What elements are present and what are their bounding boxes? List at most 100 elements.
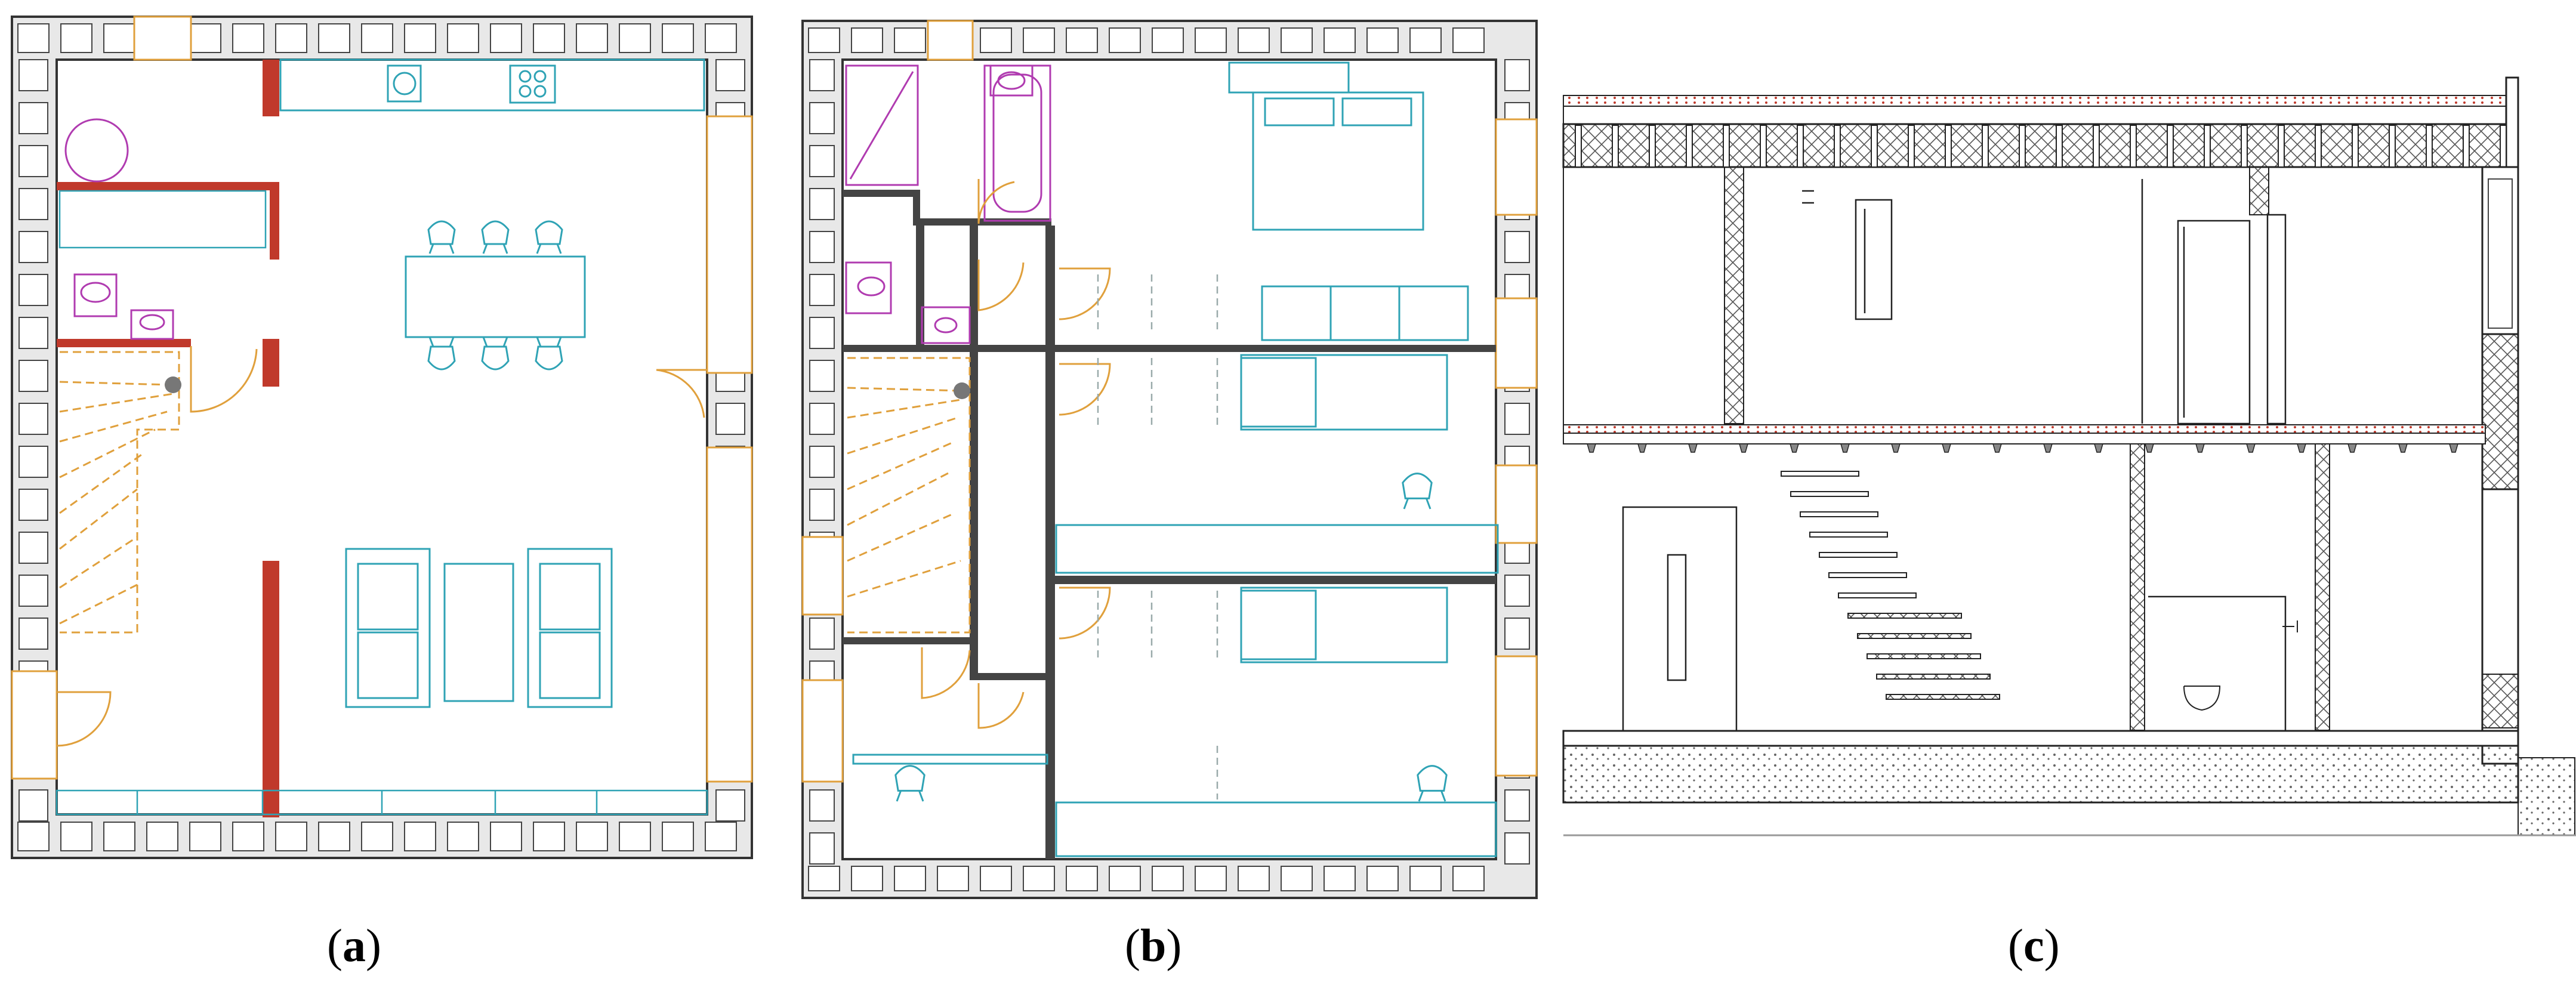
wall-block — [809, 360, 835, 392]
kitchen-counter — [279, 58, 705, 112]
wall-block — [60, 822, 92, 851]
wall-block — [705, 822, 737, 851]
rafter — [1945, 125, 1952, 168]
wall-block — [576, 822, 608, 851]
rafter — [2019, 125, 2026, 168]
stair-tread — [1867, 653, 1981, 659]
wall-block — [809, 317, 835, 349]
wall-block — [18, 317, 48, 349]
wall-block — [809, 274, 835, 306]
stair-tread — [1790, 491, 1869, 497]
wall-block — [851, 27, 883, 53]
wall-block — [809, 145, 835, 177]
wall-block — [404, 23, 436, 53]
wall-block — [894, 27, 926, 53]
bathroom-fixtures — [845, 64, 1051, 344]
wall-block — [980, 27, 1012, 53]
floating-stair — [1781, 471, 2000, 700]
wall-block — [1281, 866, 1313, 891]
stair-pivot — [954, 382, 970, 399]
wall-block — [189, 822, 221, 851]
intermediate-floor — [1563, 424, 2486, 434]
wall-block — [1504, 832, 1530, 865]
wall-block — [275, 23, 307, 53]
wall-block — [1238, 27, 1270, 53]
rafter — [2500, 125, 2507, 168]
joist — [2195, 443, 2205, 453]
wall-block — [232, 23, 264, 53]
rafter — [2463, 125, 2470, 168]
chair-leg — [1403, 498, 1432, 510]
wall-block — [189, 23, 221, 53]
rafter — [1723, 125, 1730, 168]
chair — [427, 220, 456, 245]
joist — [2398, 443, 2408, 453]
stair-tread — [1819, 552, 1898, 558]
chair-leg — [482, 336, 508, 347]
wall-block — [980, 866, 1012, 891]
inner-wall-lower-2 — [2315, 443, 2330, 731]
wall-block — [275, 822, 307, 851]
wall-block — [18, 789, 48, 822]
wall-block — [1238, 866, 1270, 891]
wall-block — [18, 360, 48, 392]
wall-block — [103, 23, 135, 53]
wall-block — [1452, 27, 1485, 53]
rafter — [2278, 125, 2285, 168]
wall-block — [1152, 866, 1184, 891]
rafter — [2241, 125, 2248, 168]
wall-block — [809, 789, 835, 822]
living-room-furniture — [345, 548, 613, 708]
wall-block — [447, 822, 479, 851]
window-openings — [801, 20, 1538, 783]
wall-block — [361, 23, 393, 53]
wall-block — [1504, 575, 1530, 607]
joist — [2043, 443, 2053, 453]
wall-block — [1324, 866, 1356, 891]
chair — [1402, 473, 1433, 499]
roof-insulation — [1562, 123, 2519, 168]
wall-block — [17, 23, 50, 53]
wall-block — [361, 822, 393, 851]
chair-leg — [428, 336, 455, 347]
wall-block — [808, 866, 840, 891]
joist — [2347, 443, 2357, 453]
round-table — [64, 118, 129, 183]
wall-block — [1504, 789, 1530, 822]
wall-block — [705, 23, 737, 53]
inner-wall-upper — [2249, 166, 2269, 215]
caption-a: (a) — [327, 919, 381, 971]
window-openings — [11, 16, 753, 783]
door-swings — [56, 346, 707, 747]
wall-block — [1324, 27, 1356, 53]
wall-block — [18, 575, 48, 607]
wall-block — [1023, 866, 1055, 891]
rafter — [1908, 125, 1915, 168]
joist — [1942, 443, 1951, 453]
chair — [427, 345, 456, 371]
wall-block — [1152, 27, 1184, 53]
wall-block — [1504, 618, 1530, 650]
wall-block — [1281, 27, 1313, 53]
stair-pivot — [165, 376, 181, 393]
rafter — [2093, 125, 2100, 168]
rafter — [2352, 125, 2359, 168]
chair — [535, 345, 563, 371]
wall-block — [404, 822, 436, 851]
caption-b: (b) — [1125, 919, 1182, 971]
wall-block — [715, 789, 745, 822]
joist — [1891, 443, 1901, 453]
wall-block — [619, 23, 651, 53]
rafter — [2426, 125, 2433, 168]
rafter — [2389, 125, 2396, 168]
wall-block — [533, 23, 565, 53]
rafter — [2056, 125, 2063, 168]
stair-tread — [1886, 694, 2000, 700]
wall-block — [851, 866, 883, 891]
wall-block — [809, 231, 835, 263]
chair — [894, 765, 925, 792]
wall-block — [1504, 59, 1530, 91]
rafter — [1834, 125, 1841, 168]
rafter — [1575, 125, 1582, 168]
